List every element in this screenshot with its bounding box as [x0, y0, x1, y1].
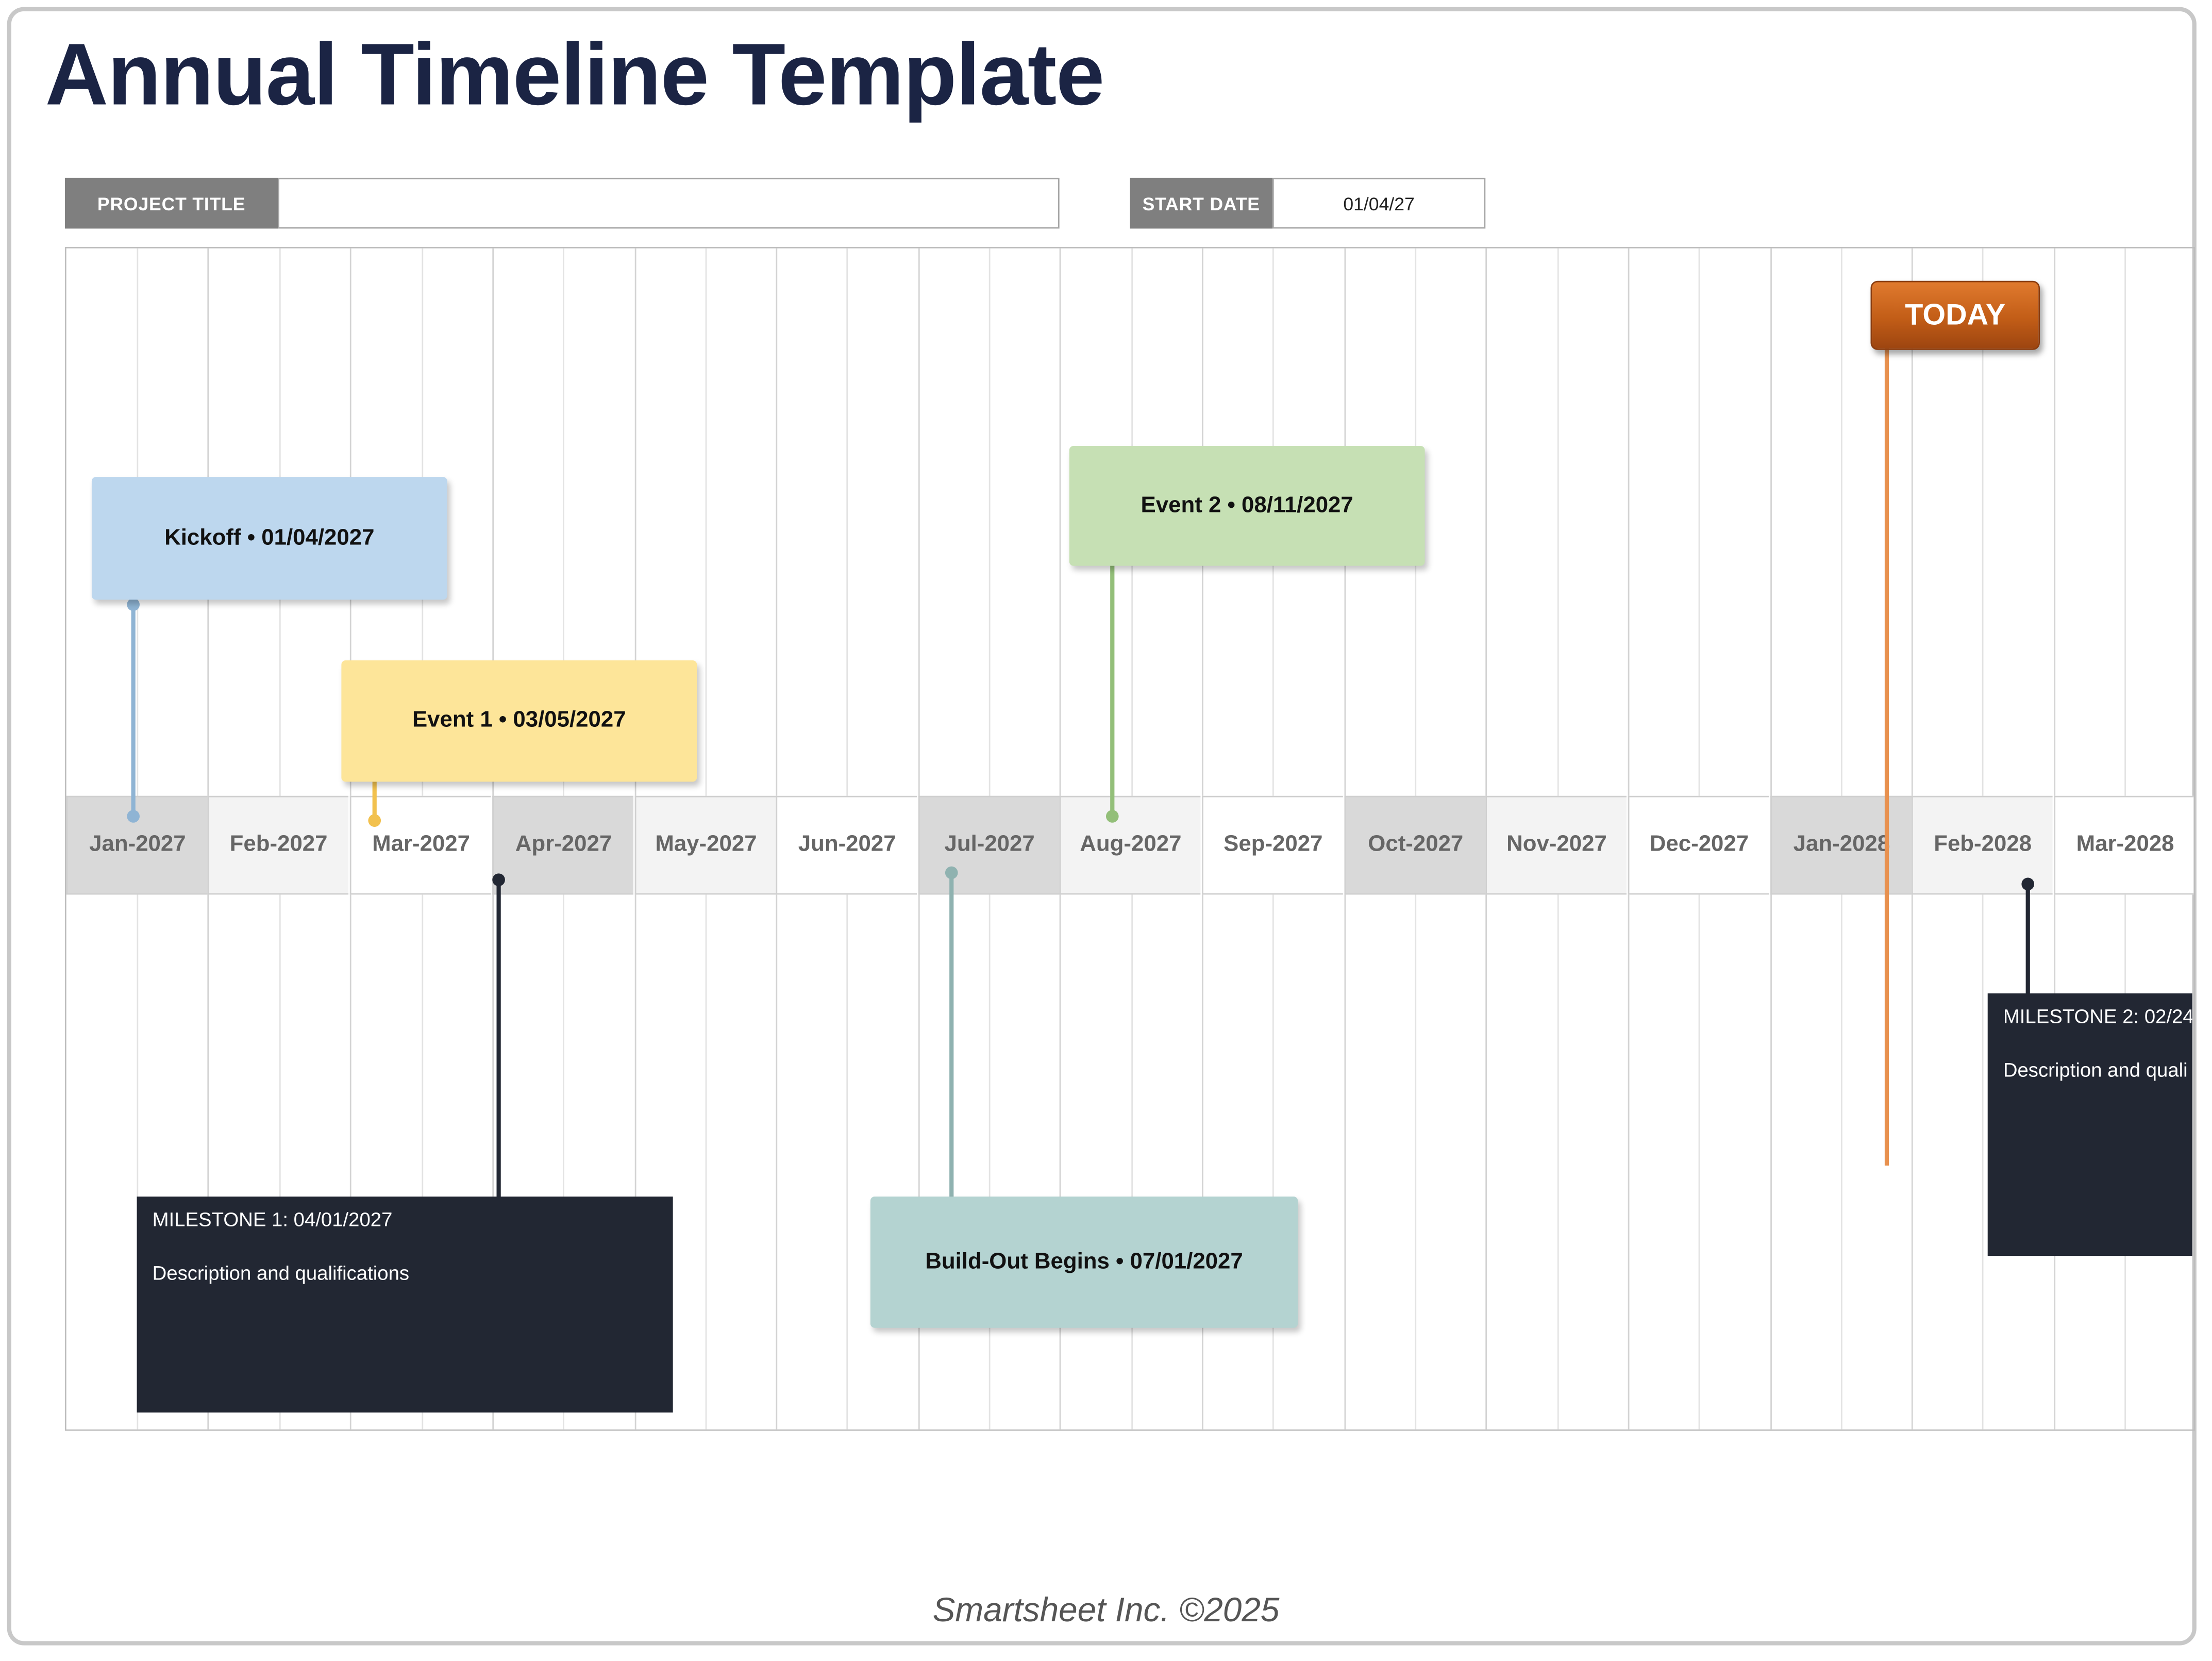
month-cell: Nov-2027	[1485, 795, 1627, 895]
project-title-label: PROJECT TITLE	[64, 177, 278, 229]
kickoff-connector	[131, 600, 136, 816]
month-cell: Dec-2027	[1628, 795, 1769, 895]
page-title: Annual Timeline Template	[45, 27, 1105, 124]
month-cell: May-2027	[634, 795, 776, 895]
milestone2-description: Description and quali	[2003, 1058, 2188, 1081]
month-cell: Mar-2027	[349, 795, 491, 895]
milestone1-axis-dot	[492, 873, 505, 886]
month-cell: Sep-2027	[1202, 795, 1343, 895]
milestone1-connector	[496, 881, 501, 1200]
buildout-connector	[949, 873, 954, 1198]
event2-connector	[1110, 564, 1115, 816]
today-marker[interactable]: TODAY	[1870, 280, 2040, 350]
month-cell: Feb-2027	[207, 795, 349, 895]
event2-card[interactable]: Event 2 • 08/11/2027	[1069, 445, 1425, 566]
month-cell: Mar-2028	[2054, 795, 2194, 895]
kickoff-card[interactable]: Kickoff • 01/04/2027	[91, 477, 447, 600]
event1-card[interactable]: Event 1 • 03/05/2027	[341, 660, 697, 782]
milestone1-box[interactable]: MILESTONE 1: 04/01/2027 Description and …	[137, 1197, 673, 1413]
buildout-card[interactable]: Build-Out Begins • 07/01/2027	[870, 1197, 1298, 1328]
start-date-label: START DATE	[1130, 177, 1272, 229]
kickoff-top-dot	[127, 598, 140, 611]
month-cell: Jan-2028	[1770, 795, 1912, 895]
milestone2-title: MILESTONE 2: 02/24/	[2003, 1004, 2192, 1027]
milestone2-box[interactable]: MILESTONE 2: 02/24/ Description and qual…	[1987, 993, 2192, 1256]
month-cell: Jun-2027	[776, 795, 917, 895]
month-cell: Jul-2027	[918, 795, 1060, 895]
month-cell: Apr-2027	[492, 795, 634, 895]
month-cell: Feb-2028	[1911, 795, 2053, 895]
today-line	[1884, 338, 1889, 1166]
month-cell: Oct-2027	[1344, 795, 1486, 895]
kickoff-axis-dot	[127, 810, 140, 823]
event2-axis-dot	[1105, 810, 1119, 823]
month-cell: Aug-2027	[1059, 795, 1201, 895]
milestone2-connector	[2025, 885, 2030, 995]
milestone1-description: Description and qualifications	[152, 1261, 410, 1284]
milestone2-axis-dot	[2021, 877, 2035, 891]
footer-credit: Smartsheet Inc. ©2025	[932, 1591, 1280, 1630]
event1-axis-dot	[368, 814, 381, 827]
buildout-axis-dot	[945, 866, 958, 879]
event1-connector	[372, 782, 377, 819]
milestone1-title: MILESTONE 1: 04/01/2027	[152, 1208, 393, 1231]
start-date-field[interactable]: 01/04/27	[1272, 177, 1486, 229]
project-title-field[interactable]	[278, 177, 1060, 229]
timeline-grid: Jan-2027 Feb-2027 Mar-2027 Apr-2027 May-…	[64, 247, 2196, 1431]
